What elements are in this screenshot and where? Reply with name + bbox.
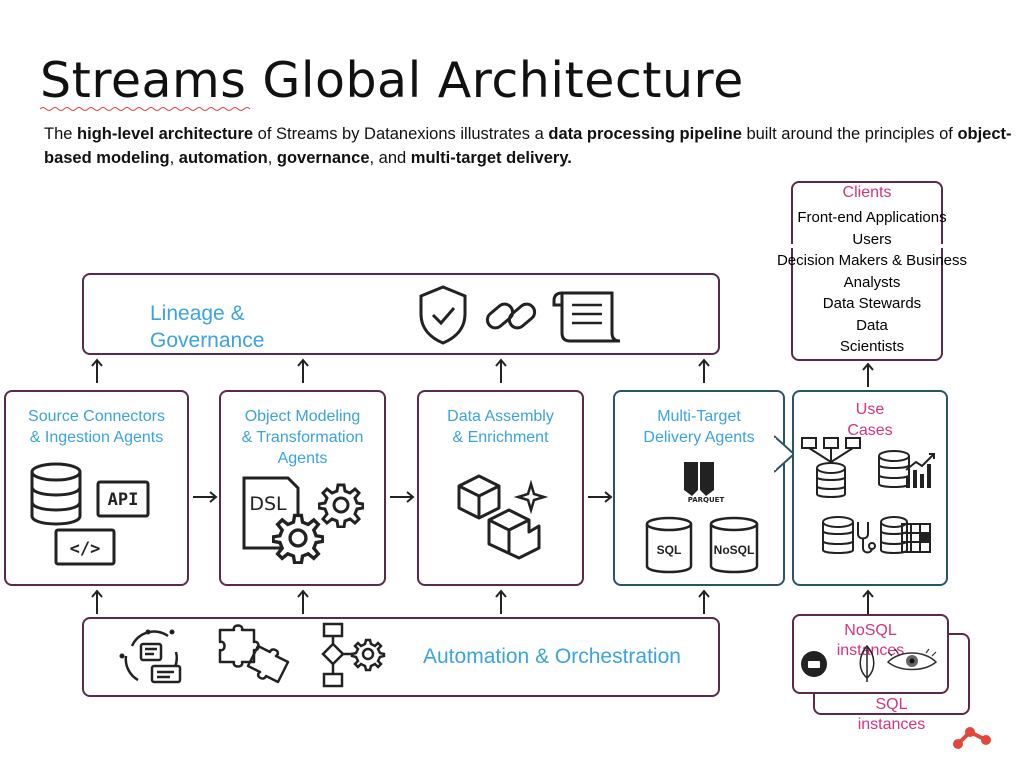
clients-item: Data (856, 316, 888, 334)
clients-item: Users (852, 230, 892, 248)
cassandra-eye-icon (886, 648, 938, 671)
arrow-up-icon (862, 362, 874, 387)
object-modeling-label: Object Modeling & Transformation Agents (219, 406, 386, 469)
use-cases-label-line: Cases (847, 422, 893, 439)
intro-text: The (44, 125, 78, 143)
arrow-up-icon (91, 589, 103, 614)
arrow-up-icon (297, 589, 309, 614)
sql-instances-line: instances (857, 716, 926, 733)
stage-label-line: Multi-Target (657, 408, 741, 425)
cycle-process-icon (119, 629, 182, 684)
delivery-agents-label: Multi-Target Delivery Agents (613, 406, 785, 448)
stage-label-line: Delivery Agents (643, 429, 755, 446)
sql-database-icon: SQL (645, 516, 693, 574)
arrow-right-icon (390, 491, 415, 503)
database-grid-icon (880, 516, 931, 554)
stage-label-line: & Ingestion Agents (29, 429, 164, 446)
stage-label-line: Agents (277, 450, 328, 467)
stage-label-line: & Transformation (241, 429, 364, 446)
dsl-icon-text: DSL (249, 493, 287, 515)
spellcheck-squiggle (40, 107, 251, 111)
puzzle-pieces-icon (218, 624, 290, 684)
arrow-up-icon (297, 358, 309, 383)
intro-bold: multi-target delivery. (410, 149, 572, 167)
stage-label-line: Source Connectors (28, 408, 165, 425)
database-chart-icon (878, 450, 935, 488)
flowchart-gear-icon (321, 622, 386, 688)
automation-label: Automation & Orchestration (423, 645, 681, 668)
intro-bold: governance (276, 149, 370, 167)
datanexions-logo-icon (953, 727, 991, 749)
clients-item: Data Stewards (822, 295, 922, 312)
nosql-icon-text: NoSQL (714, 543, 755, 557)
database-stethoscope-icon (822, 516, 876, 554)
intro-text: , (169, 149, 179, 167)
stage-label-line: & Enrichment (452, 429, 549, 446)
intro-text: of Streams by Datanexions illustrates a (253, 125, 549, 143)
code-icon-text: </> (70, 539, 101, 559)
stage-label-line: Data Assembly (447, 408, 554, 425)
database-icon (30, 462, 82, 526)
intro-bold: automation (178, 149, 268, 167)
use-cases-label: Use Cases (792, 399, 948, 441)
clients-list: Front-end Applications Users Decision Ma… (752, 207, 992, 358)
sql-instances-line: SQL (875, 696, 908, 713)
automation-box (82, 617, 720, 697)
clients-item: Front-end Applications (797, 209, 947, 226)
shield-check-icon (419, 285, 467, 345)
governance-label: Lineage & Governance (150, 300, 264, 354)
api-icon-text: API (108, 490, 139, 510)
blocks-assembly-icon (457, 474, 549, 560)
gear-icon (318, 483, 364, 528)
clients-heading: Clients (842, 184, 892, 201)
intro-bold: data processing pipeline (548, 125, 742, 143)
gear-icon (272, 513, 324, 564)
intro-text: , and (369, 149, 411, 167)
link-chain-icon (485, 302, 537, 330)
arrow-right-icon (588, 491, 613, 503)
governance-label-line: Governance (150, 329, 265, 352)
mongodb-leaf-icon (859, 644, 875, 682)
use-cases-label-line: Use (855, 401, 885, 418)
intro-text: built around the principles of (741, 125, 958, 143)
intro-text: , (267, 149, 277, 167)
intro-bold: high-level architecture (77, 125, 254, 143)
intro-bold: object-based modeling (44, 125, 1012, 167)
sql-instances-label: SQL instances (813, 695, 970, 735)
api-icon: API (96, 480, 150, 518)
couchbase-logo-icon (801, 651, 827, 677)
arrow-up-icon (91, 358, 103, 383)
clients-item: Scientists (839, 338, 905, 355)
parquet-icon-text: PARQUET (688, 496, 725, 504)
source-connectors-box (4, 390, 189, 586)
code-icon: </> (54, 528, 116, 566)
source-connectors-label: Source Connectors & Ingestion Agents (4, 406, 189, 448)
arrow-up-icon (698, 358, 710, 383)
page-title: Streams Global Architecture (40, 52, 744, 109)
clients-box (791, 181, 943, 361)
parquet-logo-icon: PARQUET (684, 462, 725, 504)
data-assembly-label: Data Assembly & Enrichment (417, 406, 584, 448)
nosql-instances-line: NoSQL (844, 622, 897, 639)
arrow-up-icon (495, 589, 507, 614)
arrow-up-icon (862, 589, 874, 614)
stage-label-line: Object Modeling (244, 408, 361, 425)
object-modeling-box (219, 390, 386, 586)
scroll-document-icon (552, 291, 621, 343)
clients-item: Decision Makers & Business (776, 252, 968, 269)
intro-paragraph: The high-level architecture of Streams b… (44, 122, 1014, 170)
arrow-up-icon (698, 589, 710, 614)
sql-icon-text: SQL (657, 543, 682, 557)
hierarchy-database-icon (801, 437, 861, 498)
arrow-up-icon (495, 358, 507, 383)
arrow-right-icon (193, 491, 218, 503)
clients-item: Analysts (843, 273, 901, 291)
clients-gap (785, 244, 949, 248)
governance-label-line: Lineage & (150, 302, 245, 325)
nosql-database-icon: NoSQL (709, 516, 759, 574)
